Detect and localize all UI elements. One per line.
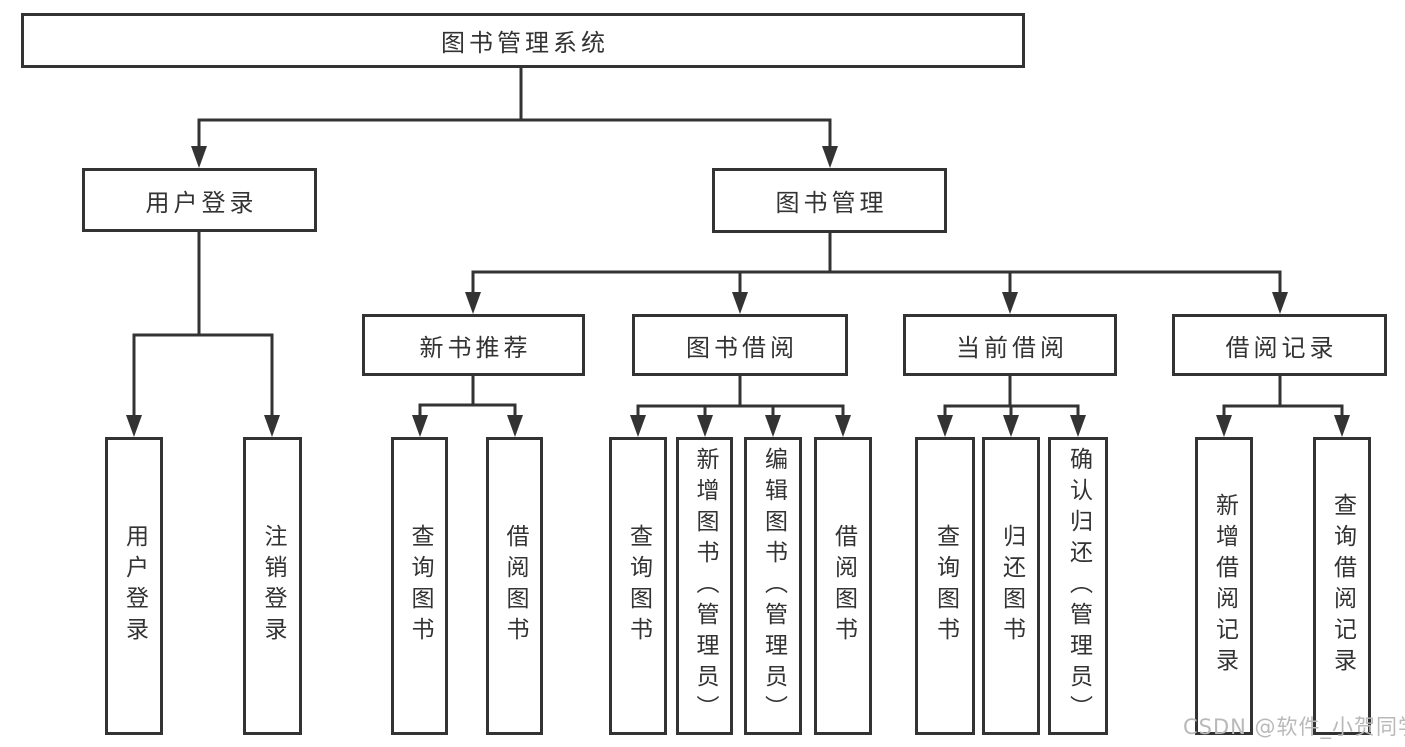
leaf-add-borrow-record-label: 新增借阅记录 — [1211, 493, 1238, 679]
leaf-return-books: 归还图书 — [982, 437, 1040, 735]
leaf-recommend-query-books-label: 查询图书 — [407, 524, 433, 648]
leaf-current-query-books: 查询图书 — [915, 437, 975, 735]
leaf-logout: 注销登录 — [243, 437, 302, 735]
leaf-borrow-query-books: 查询图书 — [609, 437, 667, 735]
node-user-login-label: 用户登录 — [145, 188, 258, 217]
node-book-management-label: 图书管理 — [775, 189, 888, 217]
leaf-add-borrow-record: 新增借阅记录 — [1195, 437, 1253, 735]
node-current-borrow-label: 当前借阅 — [956, 333, 1068, 362]
leaf-return-books-label: 归还图书 — [998, 524, 1025, 648]
csdn-watermark: CSDN @软件_小贺同学 — [1183, 715, 1405, 739]
leaf-confirm-return-admin: 确认归还（管理员） — [1048, 437, 1108, 735]
leaf-logout-label: 注销登录 — [260, 524, 286, 648]
leaf-add-books-admin: 新增图书（管理员） — [676, 437, 733, 735]
leaf-edit-books-admin-label: 编辑图书（管理员） — [760, 446, 787, 726]
leaf-user-login: 用户登录 — [105, 437, 163, 735]
leaf-recommend-borrow-books: 借阅图书 — [486, 437, 543, 735]
leaf-user-login-label: 用户登录 — [121, 524, 148, 648]
leaf-borrow-query-books-label: 查询图书 — [625, 524, 652, 648]
node-new-book-recommend: 新书推荐 — [362, 314, 585, 376]
leaf-edit-books-admin: 编辑图书（管理员） — [744, 437, 802, 735]
leaf-borrow-books: 借阅图书 — [814, 437, 872, 735]
leaf-recommend-query-books: 查询图书 — [391, 437, 448, 735]
node-borrow-record: 借阅记录 — [1172, 314, 1387, 376]
node-root: 图书管理系统 — [21, 13, 1025, 68]
leaf-query-borrow-record-label: 查询借阅记录 — [1329, 493, 1356, 679]
node-book-management: 图书管理 — [712, 168, 947, 233]
node-user-login: 用户登录 — [82, 168, 317, 232]
leaf-current-query-books-label: 查询图书 — [932, 524, 959, 648]
node-book-borrow-label: 图书借阅 — [686, 333, 798, 362]
leaf-confirm-return-admin-label: 确认归还（管理员） — [1065, 446, 1092, 726]
leaf-query-borrow-record: 查询借阅记录 — [1313, 437, 1371, 735]
leaf-recommend-borrow-books-label: 借阅图书 — [502, 524, 528, 648]
leaf-borrow-books-label: 借阅图书 — [830, 524, 857, 648]
node-root-label: 图书管理系统 — [441, 29, 609, 57]
leaf-add-books-admin-label: 新增图书（管理员） — [692, 446, 718, 726]
node-borrow-record-label: 借阅记录 — [1225, 333, 1338, 362]
node-new-book-recommend-label: 新书推荐 — [419, 333, 532, 362]
node-current-borrow: 当前借阅 — [903, 314, 1117, 376]
node-book-borrow: 图书借阅 — [632, 314, 848, 376]
